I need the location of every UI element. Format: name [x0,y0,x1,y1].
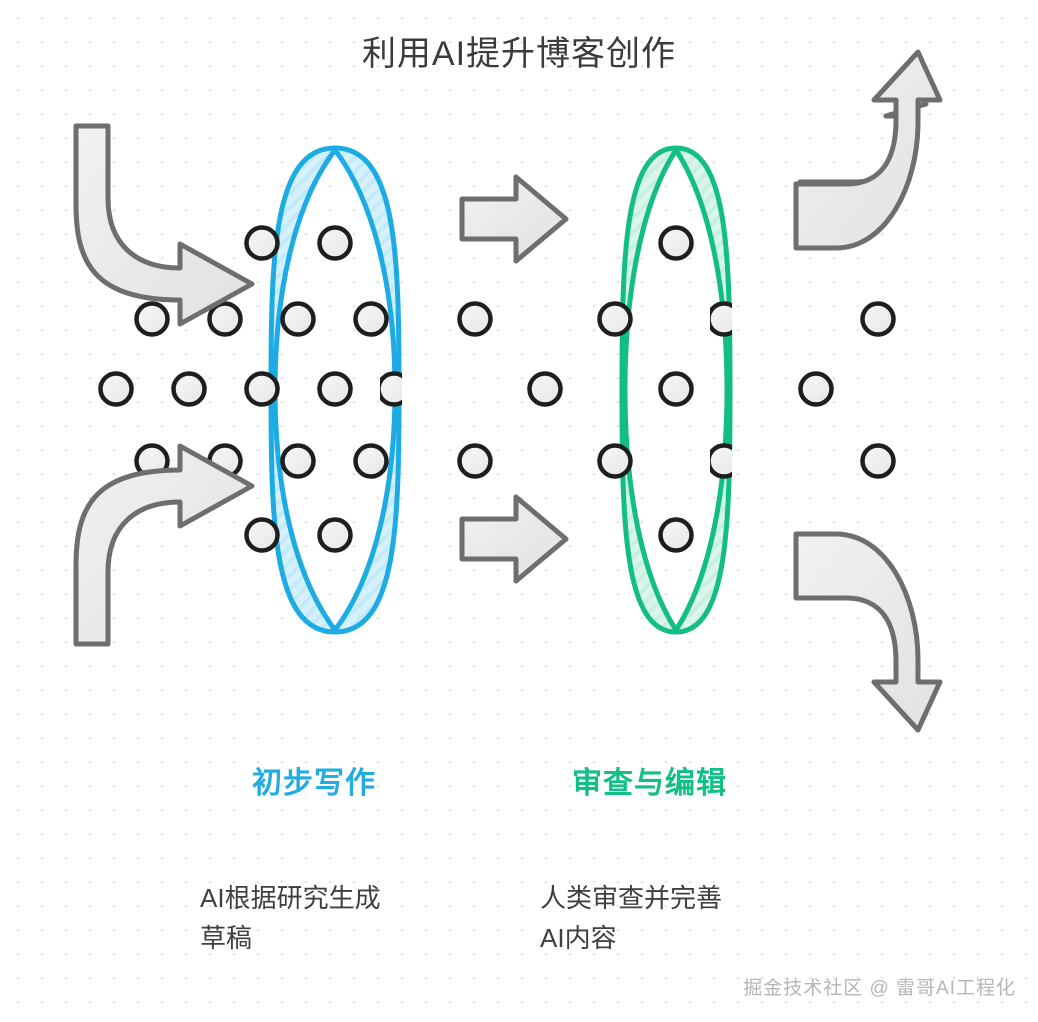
stage-label-review: 审查与编辑 [572,767,727,800]
particle-dot [353,443,389,479]
particle-dot [798,371,834,407]
particle-dot [658,225,694,261]
page-title: 利用AI提升博客创作 [361,35,677,73]
particle-dot-half [710,443,732,479]
particle-dot [860,301,896,337]
particle-dot [98,371,134,407]
watermark: 掘金技术社区 @ 雷哥AI工程化 [743,978,1016,999]
arrow-right-icon [459,494,569,584]
particle-dot [457,443,493,479]
particle-dot-half [710,301,732,337]
curved-arrow-up-right-icon [793,49,943,251]
stage-description-review: 人类审查并完善 AI内容 [540,883,723,954]
curved-arrow-down-right-icon [793,531,943,733]
arrow-right-icon [459,174,569,264]
particle-dot [280,301,316,337]
particle-dot [457,301,493,337]
particle-dot [317,517,353,553]
stage-description-drafting: AI根据研究生成 草稿 [200,883,381,954]
curved-arrow-up-right-icon [73,443,255,647]
curved-arrow-down-right-icon [73,123,255,327]
particle-dot [353,301,389,337]
particle-dot [658,517,694,553]
particle-dot [860,443,896,479]
particle-dot [597,301,633,337]
particle-dot [244,225,280,261]
blue-filter-ring [268,145,402,635]
particle-dot [527,371,563,407]
particle-dot [280,443,316,479]
particle-dot [658,371,694,407]
particle-dot-half [380,371,402,407]
particle-dot [244,517,280,553]
particle-dot [207,301,243,337]
particle-dot [244,371,280,407]
particle-dot [134,301,170,337]
particle-dots [98,225,896,553]
particle-dot [171,371,207,407]
particle-dot [317,225,353,261]
stage-label-drafting: 初步写作 [252,767,376,800]
edge-clipped-dots [380,301,732,479]
particle-dot [597,443,633,479]
particle-dot [317,371,353,407]
